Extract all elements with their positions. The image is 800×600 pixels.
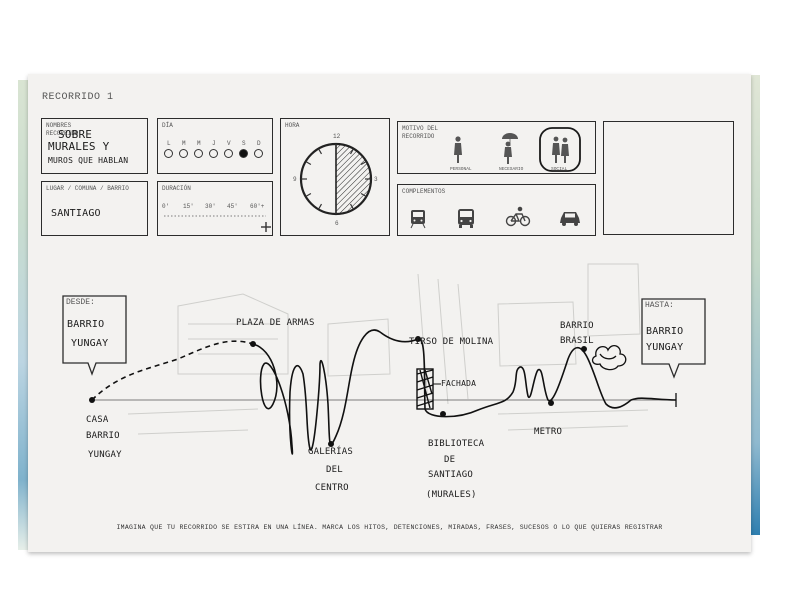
milestone-fachada: FACHADA <box>441 379 477 388</box>
day-label-l: L <box>167 140 171 147</box>
day-box: DÍA L M M J V S D <box>157 118 273 174</box>
place-value: SANTIAGO <box>51 208 101 219</box>
milestone-casa-line2: BARRIO <box>86 431 120 441</box>
day-radio-l[interactable] <box>164 149 173 158</box>
from-bubble[interactable]: DESDE: BARRIO YUNGAY <box>62 295 128 377</box>
from-label: DESDE: <box>66 298 95 307</box>
purpose-social-label: SOCIAL <box>551 167 568 172</box>
day-label-d: D <box>257 140 261 147</box>
stop-galerias-dot <box>328 441 334 447</box>
to-line2: YUNGAY <box>646 342 684 353</box>
complements-box: COMPLEMENTOS <box>397 184 596 236</box>
purpose-necesario-label: NECESARIO <box>499 167 524 172</box>
purpose-options <box>454 127 581 172</box>
background-sketch <box>127 263 649 435</box>
from-line1: BARRIO <box>67 319 105 330</box>
day-label-s: S <box>242 140 246 147</box>
stop-casa-dot <box>89 397 95 403</box>
purpose-box: MOTIVO DEL RECORRIDO PERSO <box>397 121 596 174</box>
route-name-line1: SOBRE <box>58 128 93 141</box>
duration-tick-0: 0' <box>162 203 170 210</box>
brasil-trees-sketch <box>591 344 627 371</box>
milestone-brasil-line1: BARRIO <box>560 321 594 331</box>
route-solid-section <box>252 329 677 455</box>
route-dashed-section <box>91 340 254 401</box>
day-label-m2: M <box>197 140 201 147</box>
day-label-v: V <box>227 140 231 147</box>
day-radio-j[interactable] <box>209 149 218 158</box>
stop-biblioteca-dot <box>440 411 446 417</box>
train-icon <box>410 210 426 229</box>
complements-label: COMPLEMENTOS <box>402 188 446 195</box>
place-box[interactable]: LUGAR / COMUNA / BARRIO SANTIAGO <box>41 181 148 236</box>
milestone-metro: METRO <box>534 427 563 437</box>
time-box: HORA 12 3 6 9 <box>280 118 390 236</box>
duration-tick-60: 60'+ <box>250 203 265 210</box>
card-title: RECORRIDO 1 <box>42 92 114 103</box>
bicycle-icon <box>505 206 531 227</box>
clock-icon[interactable] <box>281 119 391 237</box>
duration-tick-30: 30' <box>205 203 216 210</box>
route-line-drawing <box>89 329 677 455</box>
milestone-tirso: TIRSO DE MOLINA <box>409 337 494 347</box>
milestone-biblioteca-line2: DE <box>444 455 456 465</box>
clock-num-12: 12 <box>333 133 341 140</box>
clock-num-6: 6 <box>335 220 339 227</box>
umbrella-person-icon <box>502 133 518 164</box>
facade-sketch <box>416 368 434 410</box>
to-bubble[interactable]: HASTA: BARRIO YUNGAY <box>641 298 707 380</box>
stop-brasil-dot <box>581 346 587 352</box>
time-label: HORA <box>285 122 300 129</box>
route-name-label: NOMBRES RECORRIDO <box>46 122 79 137</box>
milestone-biblioteca-line4: (MURALES) <box>426 490 477 500</box>
duration-slider[interactable] <box>158 182 274 237</box>
day-label-m: M <box>182 140 186 147</box>
purpose-label: MOTIVO DEL RECORRIDO <box>402 125 439 140</box>
day-label: DÍA <box>162 122 173 129</box>
instructions-footer: IMAGINA QUE TU RECORRIDO SE ESTIRA EN UN… <box>116 524 663 531</box>
milestone-brasil-line2: BRASIL <box>560 336 594 346</box>
to-line1: BARRIO <box>646 326 684 337</box>
route-name-line3: MUROS QUE HABLAN <box>48 156 129 165</box>
stop-tirso-dot <box>415 336 421 342</box>
route-card: RECORRIDO 1 NOMBRES RECORRIDO SOBRE MURA… <box>28 74 751 552</box>
day-label-j: J <box>212 140 216 147</box>
duration-label: DURACIÓN <box>162 185 191 192</box>
to-label: HASTA: <box>645 301 674 310</box>
day-radio-m2[interactable] <box>194 149 203 158</box>
stop-plaza-dot <box>250 341 256 347</box>
milestone-plaza: PLAZA DE ARMAS <box>236 318 315 328</box>
from-line2: YUNGAY <box>71 338 109 349</box>
milestone-galerias-line1: GALERÍAS <box>308 447 353 457</box>
clock-num-3: 3 <box>374 176 378 183</box>
day-radio-s-selected[interactable] <box>239 149 248 158</box>
purpose-personal-label: PERSONAL <box>450 167 472 172</box>
stop-metro-dot <box>548 400 554 406</box>
bus-icon <box>458 209 474 228</box>
milestone-biblioteca-line3: SANTIAGO <box>428 470 473 480</box>
map-edge-right <box>748 75 760 535</box>
milestone-casa-line1: CASA <box>86 415 109 425</box>
duration-tick-15: 15' <box>183 203 194 210</box>
duration-tick-45: 45' <box>227 203 238 210</box>
duration-box: DURACIÓN 0' 15' 30' 45' 60'+ <box>157 181 273 236</box>
group-icon <box>552 136 569 163</box>
notes-box[interactable] <box>603 121 734 235</box>
place-label: LUGAR / COMUNA / BARRIO <box>46 185 129 192</box>
milestone-galerias-line3: CENTRO <box>315 483 349 493</box>
clock-num-9: 9 <box>293 176 297 183</box>
milestone-casa-line3: YUNGAY <box>88 450 122 460</box>
day-radio-m[interactable] <box>179 149 188 158</box>
day-radio-d[interactable] <box>254 149 263 158</box>
car-icon <box>560 212 580 226</box>
person-icon <box>454 136 462 163</box>
milestone-galerias-line2: DEL <box>326 465 343 475</box>
milestone-biblioteca-line1: BIBLIOTECA <box>428 439 485 449</box>
route-name-line2: MURALES Y <box>48 140 110 153</box>
route-name-box[interactable]: NOMBRES RECORRIDO SOBRE MURALES Y MUROS … <box>41 118 148 174</box>
day-radio-v[interactable] <box>224 149 233 158</box>
